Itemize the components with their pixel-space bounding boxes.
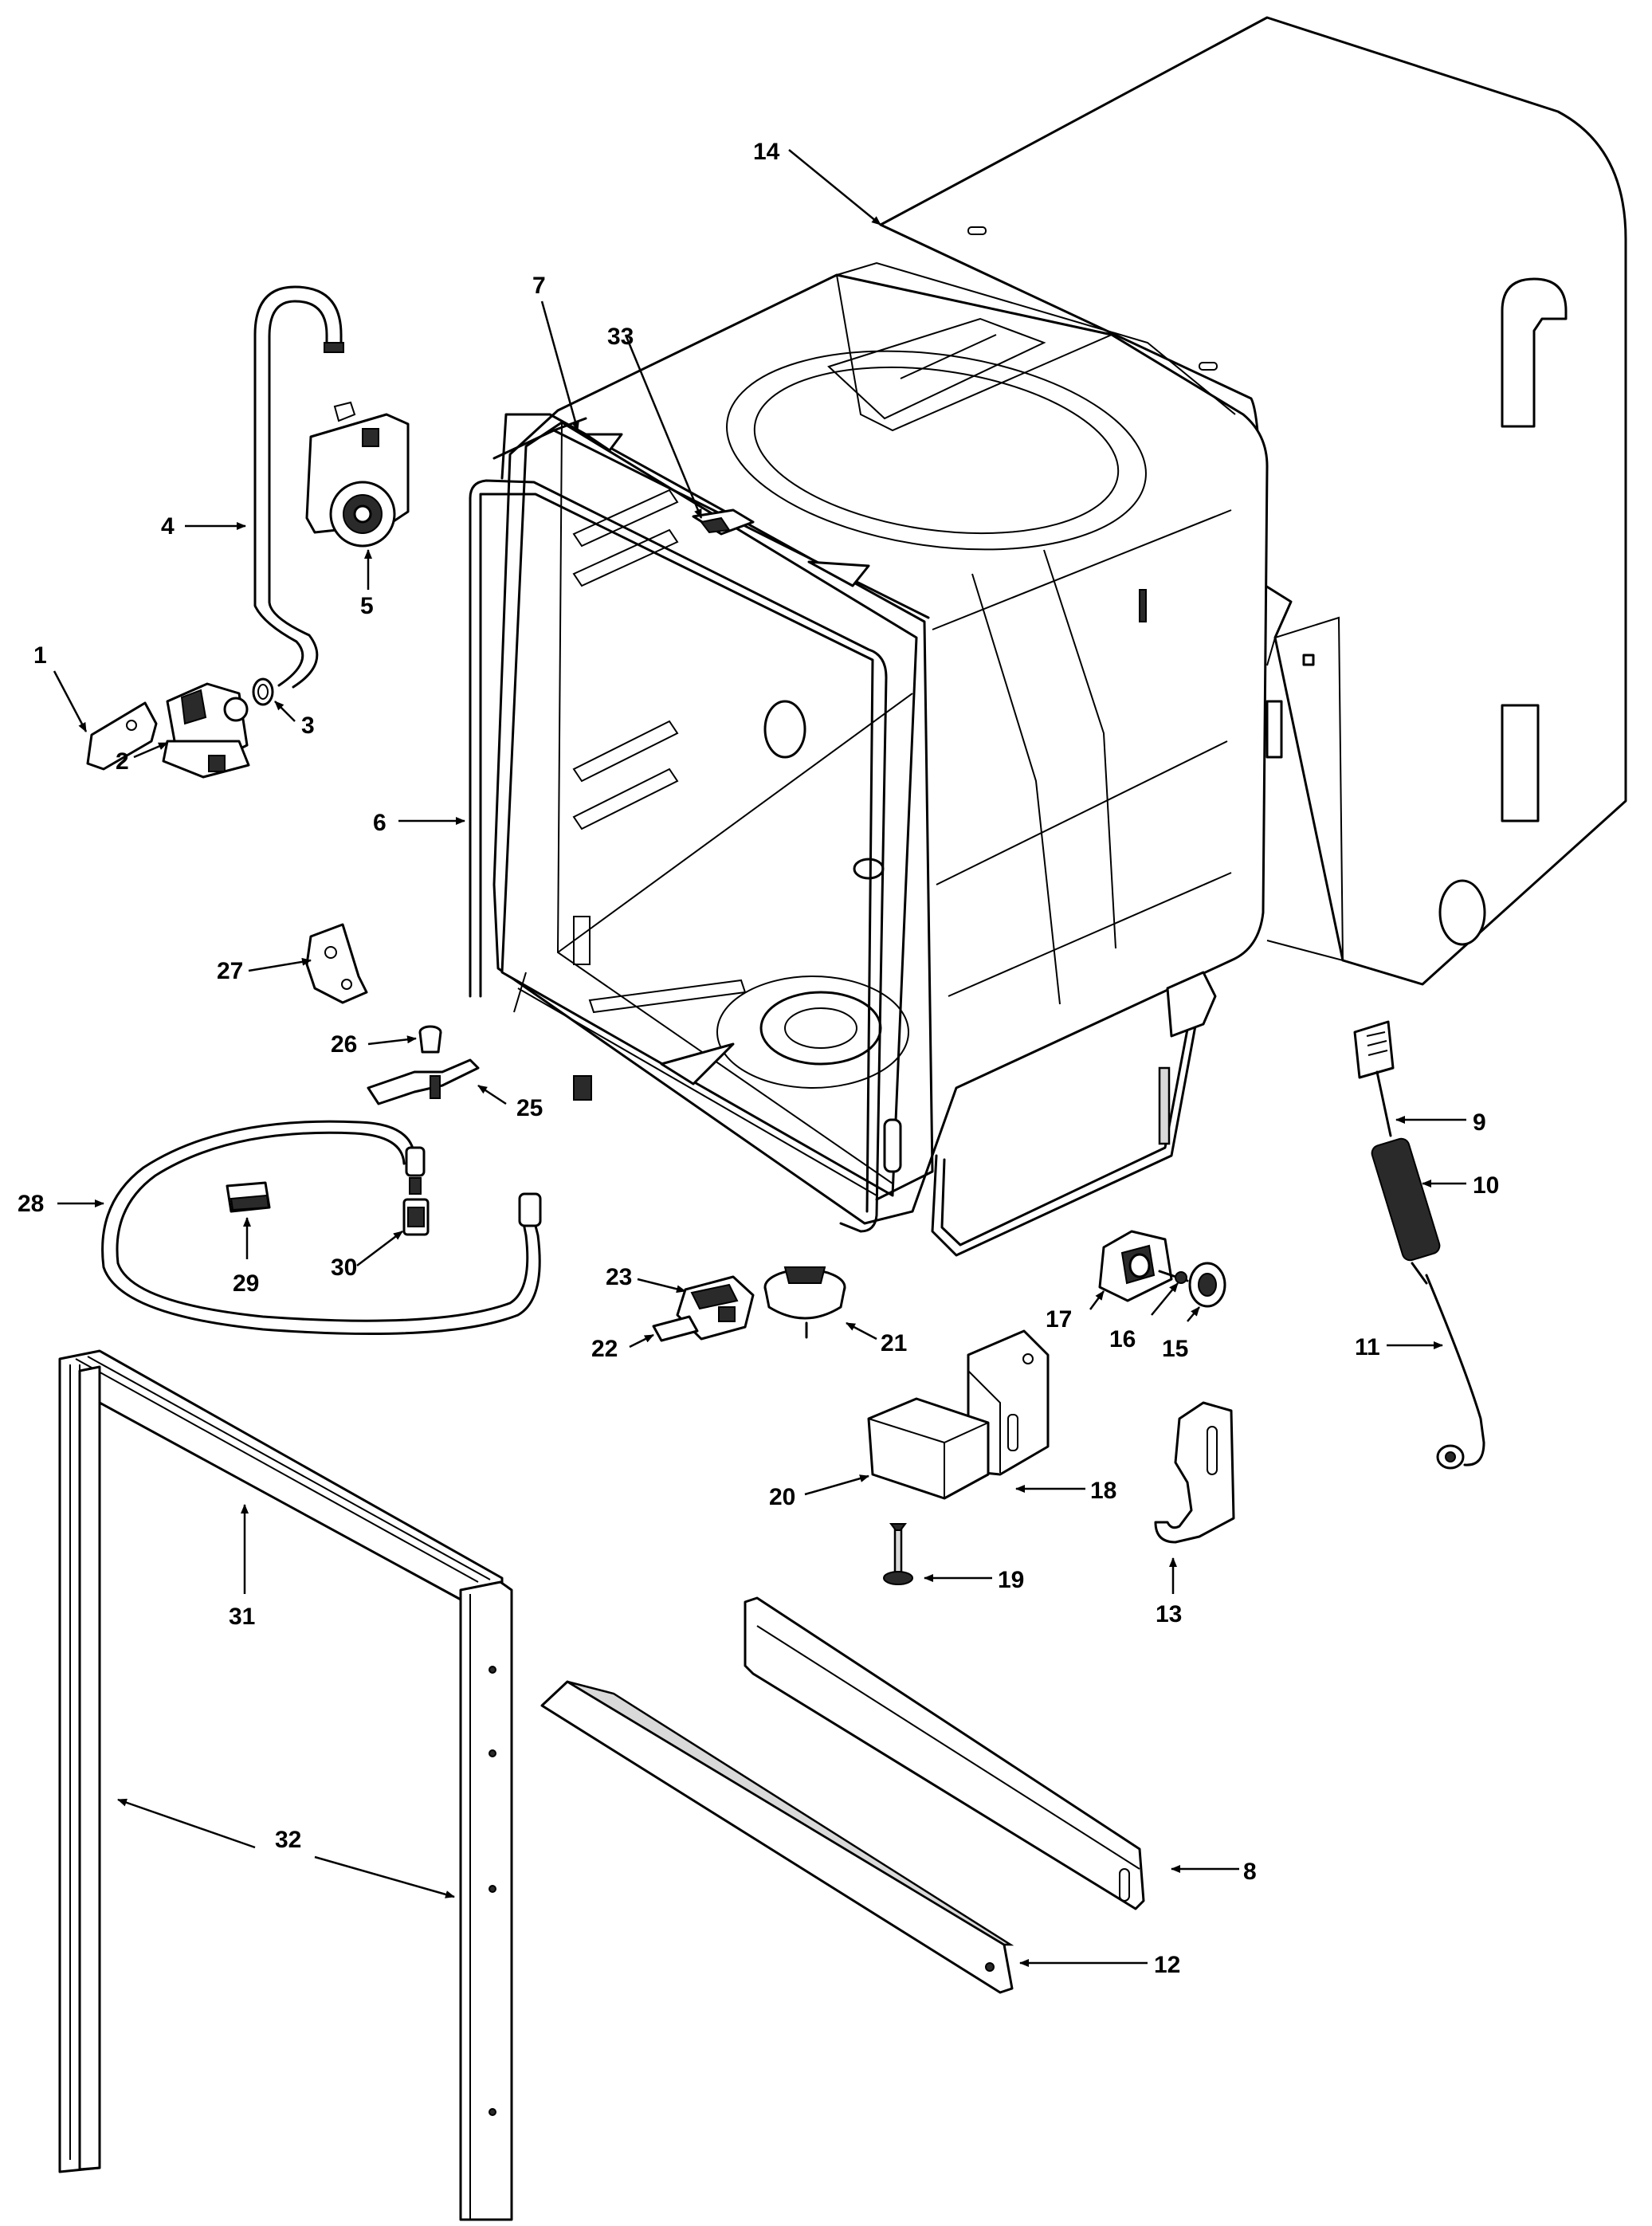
part-4-fill-hose — [253, 285, 344, 689]
callout-18: 18 — [1090, 1478, 1116, 1504]
part-13-hinge-arm — [1154, 1401, 1235, 1544]
part-8-toe-panel — [744, 1596, 1145, 1910]
callout-2: 2 — [116, 748, 129, 775]
part-1-valve-bracket — [86, 701, 158, 771]
part-16-hinge-pin — [1158, 1270, 1189, 1284]
callout-21: 21 — [881, 1330, 907, 1356]
callout-26: 26 — [331, 1031, 357, 1058]
part-19-leveling-leg — [883, 1523, 913, 1585]
callout-labels: 1 2 3 4 5 6 7 8 9 10 11 12 13 14 15 16 1… — [18, 139, 1499, 1978]
callout-16: 16 — [1109, 1326, 1136, 1352]
part-5-dispenser — [305, 401, 410, 548]
tub-interior — [500, 421, 918, 1197]
part-29-hose-clip — [226, 1181, 271, 1213]
part-28-drain-hose — [101, 1120, 542, 1336]
part-3-hose-nut — [252, 677, 274, 706]
callout-14: 14 — [753, 139, 780, 165]
callout-10: 10 — [1473, 1172, 1499, 1199]
part-31-door-frame — [58, 1349, 504, 2173]
callout-12: 12 — [1154, 1952, 1180, 1978]
part-33-clip — [692, 508, 755, 536]
part-23-float-switch — [676, 1275, 755, 1341]
part-10-door-spring — [1371, 1070, 1441, 1285]
part-9-spring-bracket — [1353, 1020, 1395, 1079]
callout-5: 5 — [360, 593, 374, 619]
callout-15: 15 — [1162, 1336, 1188, 1362]
part-12-kick-plate — [540, 1680, 1014, 1994]
callout-7: 7 — [532, 273, 546, 299]
part-25-clamp — [367, 1058, 480, 1105]
callout-4: 4 — [161, 513, 175, 540]
callout-31: 31 — [229, 1604, 255, 1630]
callout-20: 20 — [769, 1484, 795, 1510]
callout-8: 8 — [1243, 1859, 1257, 1885]
part-2-water-valve — [162, 682, 250, 779]
part-21-float — [763, 1266, 846, 1339]
part-27-bracket — [305, 923, 368, 1004]
callout-13: 13 — [1156, 1601, 1182, 1627]
callout-30: 30 — [331, 1254, 357, 1281]
part-30-hose-coupling — [402, 1198, 430, 1236]
callout-19: 19 — [998, 1567, 1024, 1593]
callout-9: 9 — [1473, 1109, 1486, 1136]
callout-29: 29 — [233, 1270, 259, 1297]
part-26-grommet — [418, 1025, 442, 1054]
part-20-channel-bracket — [867, 1397, 990, 1500]
callout-32: 32 — [275, 1827, 301, 1853]
callout-22: 22 — [591, 1336, 618, 1362]
callout-6: 6 — [373, 810, 387, 836]
callout-23: 23 — [606, 1264, 632, 1290]
callout-11: 11 — [1355, 1334, 1380, 1360]
base-frame — [573, 971, 1217, 1257]
callout-28: 28 — [18, 1191, 44, 1217]
part-22-switch-bracket — [652, 1315, 699, 1342]
callout-33: 33 — [607, 324, 634, 350]
leader-lines — [53, 149, 1466, 1967]
part-17-hinge-housing — [1098, 1230, 1173, 1302]
part-7-frame-rail — [492, 417, 930, 619]
callout-27: 27 — [217, 958, 243, 984]
callout-17: 17 — [1046, 1306, 1072, 1333]
part-32-side-trim — [78, 1365, 513, 2221]
callout-25: 25 — [516, 1095, 543, 1121]
part-14-insulation-blanket — [879, 16, 1627, 986]
part-15-hinge-wheel — [1188, 1262, 1226, 1308]
part-11-door-cable — [1425, 1274, 1485, 1470]
callout-1: 1 — [33, 642, 47, 669]
callout-3: 3 — [301, 713, 315, 739]
